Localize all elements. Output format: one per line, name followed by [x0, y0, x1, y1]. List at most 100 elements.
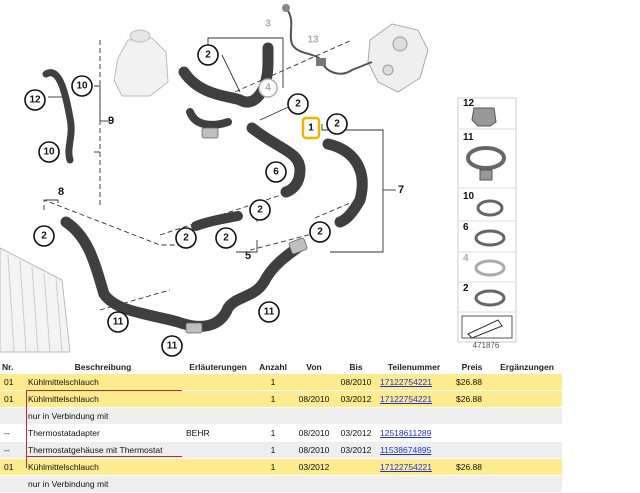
cell-beschreibung: nur in Verbindung mit [24, 475, 182, 493]
sensor-cable-illustration [282, 4, 373, 75]
callout-circles: 12 10 10 9 8 2 3 4 13 2 1 2 7 6 2 2 2 5 … [24, 19, 404, 357]
col-preis: Preis [452, 359, 492, 374]
callout-4: 4 [265, 83, 271, 94]
cell-ergaenzungen [492, 374, 562, 391]
table-row[interactable]: -- Thermostatgehäuse mit Thermostat 1 08… [0, 441, 562, 459]
cell-bis: 08/2010 [336, 374, 376, 391]
col-von: Von [292, 359, 336, 374]
callout-11-b: 11 [167, 341, 178, 352]
col-anzahl: Anzahl [254, 359, 292, 374]
col-beschreibung: Beschreibung [24, 359, 182, 374]
cell-bis: 03/2012 [336, 424, 376, 442]
cell-teilenummer[interactable]: 11538674895 [376, 441, 452, 459]
cell-von: 08/2010 [292, 424, 336, 442]
col-bis: Bis [336, 359, 376, 374]
callout-12: 12 [29, 95, 41, 106]
table-row[interactable]: 01 Kühlmittelschlauch 1 08/2010 03/2012 … [0, 390, 562, 408]
cell-bis [336, 475, 376, 493]
callout-10-bottom: 10 [43, 147, 55, 158]
cell-teilenummer[interactable]: 17122754221 [376, 390, 452, 408]
cell-nr [0, 475, 24, 493]
legend-label-10: 10 [463, 191, 475, 202]
callout-2-c: 2 [334, 119, 340, 130]
part-number-link[interactable]: 17122754221 [380, 377, 433, 387]
cell-bis [336, 407, 376, 425]
callout-2-f: 2 [223, 233, 229, 244]
cell-nr [0, 407, 24, 425]
cell-ergaenzungen [492, 475, 562, 493]
cell-anzahl [254, 407, 292, 425]
cell-beschreibung: Kühlmittelschlauch [24, 374, 182, 391]
cell-ergaenzungen [492, 458, 562, 476]
cell-anzahl [254, 475, 292, 493]
cell-ergaenzungen [492, 441, 562, 459]
legend-label-4: 4 [463, 253, 469, 264]
col-ergaenzungen: Ergänzungen [492, 359, 562, 374]
cell-beschreibung: Kühlmittelschlauch [24, 390, 182, 408]
cell-teilenummer[interactable]: 17122754221 [376, 458, 452, 476]
cell-beschreibung: Thermostatgehäuse mit Thermostat [24, 441, 182, 459]
cell-erlaeuterungen [182, 441, 254, 459]
cell-preis [452, 424, 492, 442]
cell-von [292, 407, 336, 425]
part-number-link[interactable]: 11538674895 [380, 445, 432, 455]
cell-preis [452, 475, 492, 493]
callout-2-d: 2 [257, 205, 263, 216]
callout-6: 6 [273, 167, 279, 178]
callout-8: 8 [58, 186, 64, 198]
callout-7: 7 [398, 184, 404, 196]
cell-anzahl: 1 [254, 441, 292, 459]
cell-bis: 03/2012 [336, 390, 376, 408]
cell-bis: 03/2012 [336, 441, 376, 459]
cell-teilenummer [376, 475, 452, 493]
cell-von: 08/2010 [292, 441, 336, 459]
parts-table: Nr. Beschreibung Erläuterungen Anzahl Vo… [0, 359, 562, 493]
cell-von: 03/2012 [292, 458, 336, 476]
callout-2-a: 2 [205, 50, 211, 61]
legend-label-2: 2 [463, 283, 469, 294]
cell-nr: 01 [0, 374, 24, 391]
part-number-link[interactable]: 12518611289 [380, 428, 432, 438]
legend-label-12: 12 [463, 98, 475, 109]
cell-nr: 01 [0, 390, 24, 408]
parts-diagram: 12 10 10 9 8 2 3 4 13 2 1 2 7 6 2 2 2 5 … [0, 4, 517, 357]
group-bracket-bottom [26, 456, 182, 457]
cell-preis: $26.88 [452, 458, 492, 476]
cell-von [292, 475, 336, 493]
expansion-tank-illustration [113, 29, 169, 97]
radiator-illustration [0, 247, 71, 353]
callout-2-h: 2 [41, 231, 47, 242]
cell-von: 08/2010 [292, 390, 336, 408]
part-number-link[interactable]: 17122754221 [380, 394, 433, 404]
col-nr: Nr. [0, 359, 24, 374]
cell-preis: $26.88 [452, 390, 492, 408]
table-row[interactable]: 01 Kühlmittelschlauch 1 03/2012 17122754… [0, 458, 562, 476]
legend-label-6: 6 [463, 222, 469, 233]
callout-3: 3 [265, 19, 271, 30]
cell-beschreibung: Kühlmittelschlauch [24, 458, 182, 476]
cell-anzahl: 1 [254, 458, 292, 476]
callout-9: 9 [108, 115, 114, 127]
callout-11-a: 11 [113, 317, 124, 328]
table-row[interactable]: -- Thermostatadapter BEHR 1 08/2010 03/2… [0, 424, 562, 442]
callout-13: 13 [307, 35, 319, 46]
cell-preis [452, 407, 492, 425]
group-bracket-top [26, 390, 182, 391]
cell-anzahl: 1 [254, 374, 292, 391]
part-number-link[interactable]: 17122754221 [380, 462, 433, 472]
cell-teilenummer[interactable]: 17122754221 [376, 374, 452, 391]
table-row[interactable]: 01 Kühlmittelschlauch 1 08/2010 17122754… [0, 374, 562, 391]
table-row: nur in Verbindung mit [0, 407, 562, 425]
thermostat-housing-illustration [367, 23, 429, 93]
cell-teilenummer [376, 407, 452, 425]
cell-erlaeuterungen [182, 374, 254, 391]
callout-1-highlighted[interactable]: 1 [308, 123, 314, 134]
group-bracket-vertical [26, 390, 27, 468]
cell-ergaenzungen [492, 407, 562, 425]
callout-11-c: 11 [264, 307, 275, 318]
legend-label-11: 11 [463, 132, 474, 143]
cell-erlaeuterungen [182, 458, 254, 476]
cell-teilenummer[interactable]: 12518611289 [376, 424, 452, 442]
cell-nr: 01 [0, 458, 24, 476]
cell-bis [336, 458, 376, 476]
